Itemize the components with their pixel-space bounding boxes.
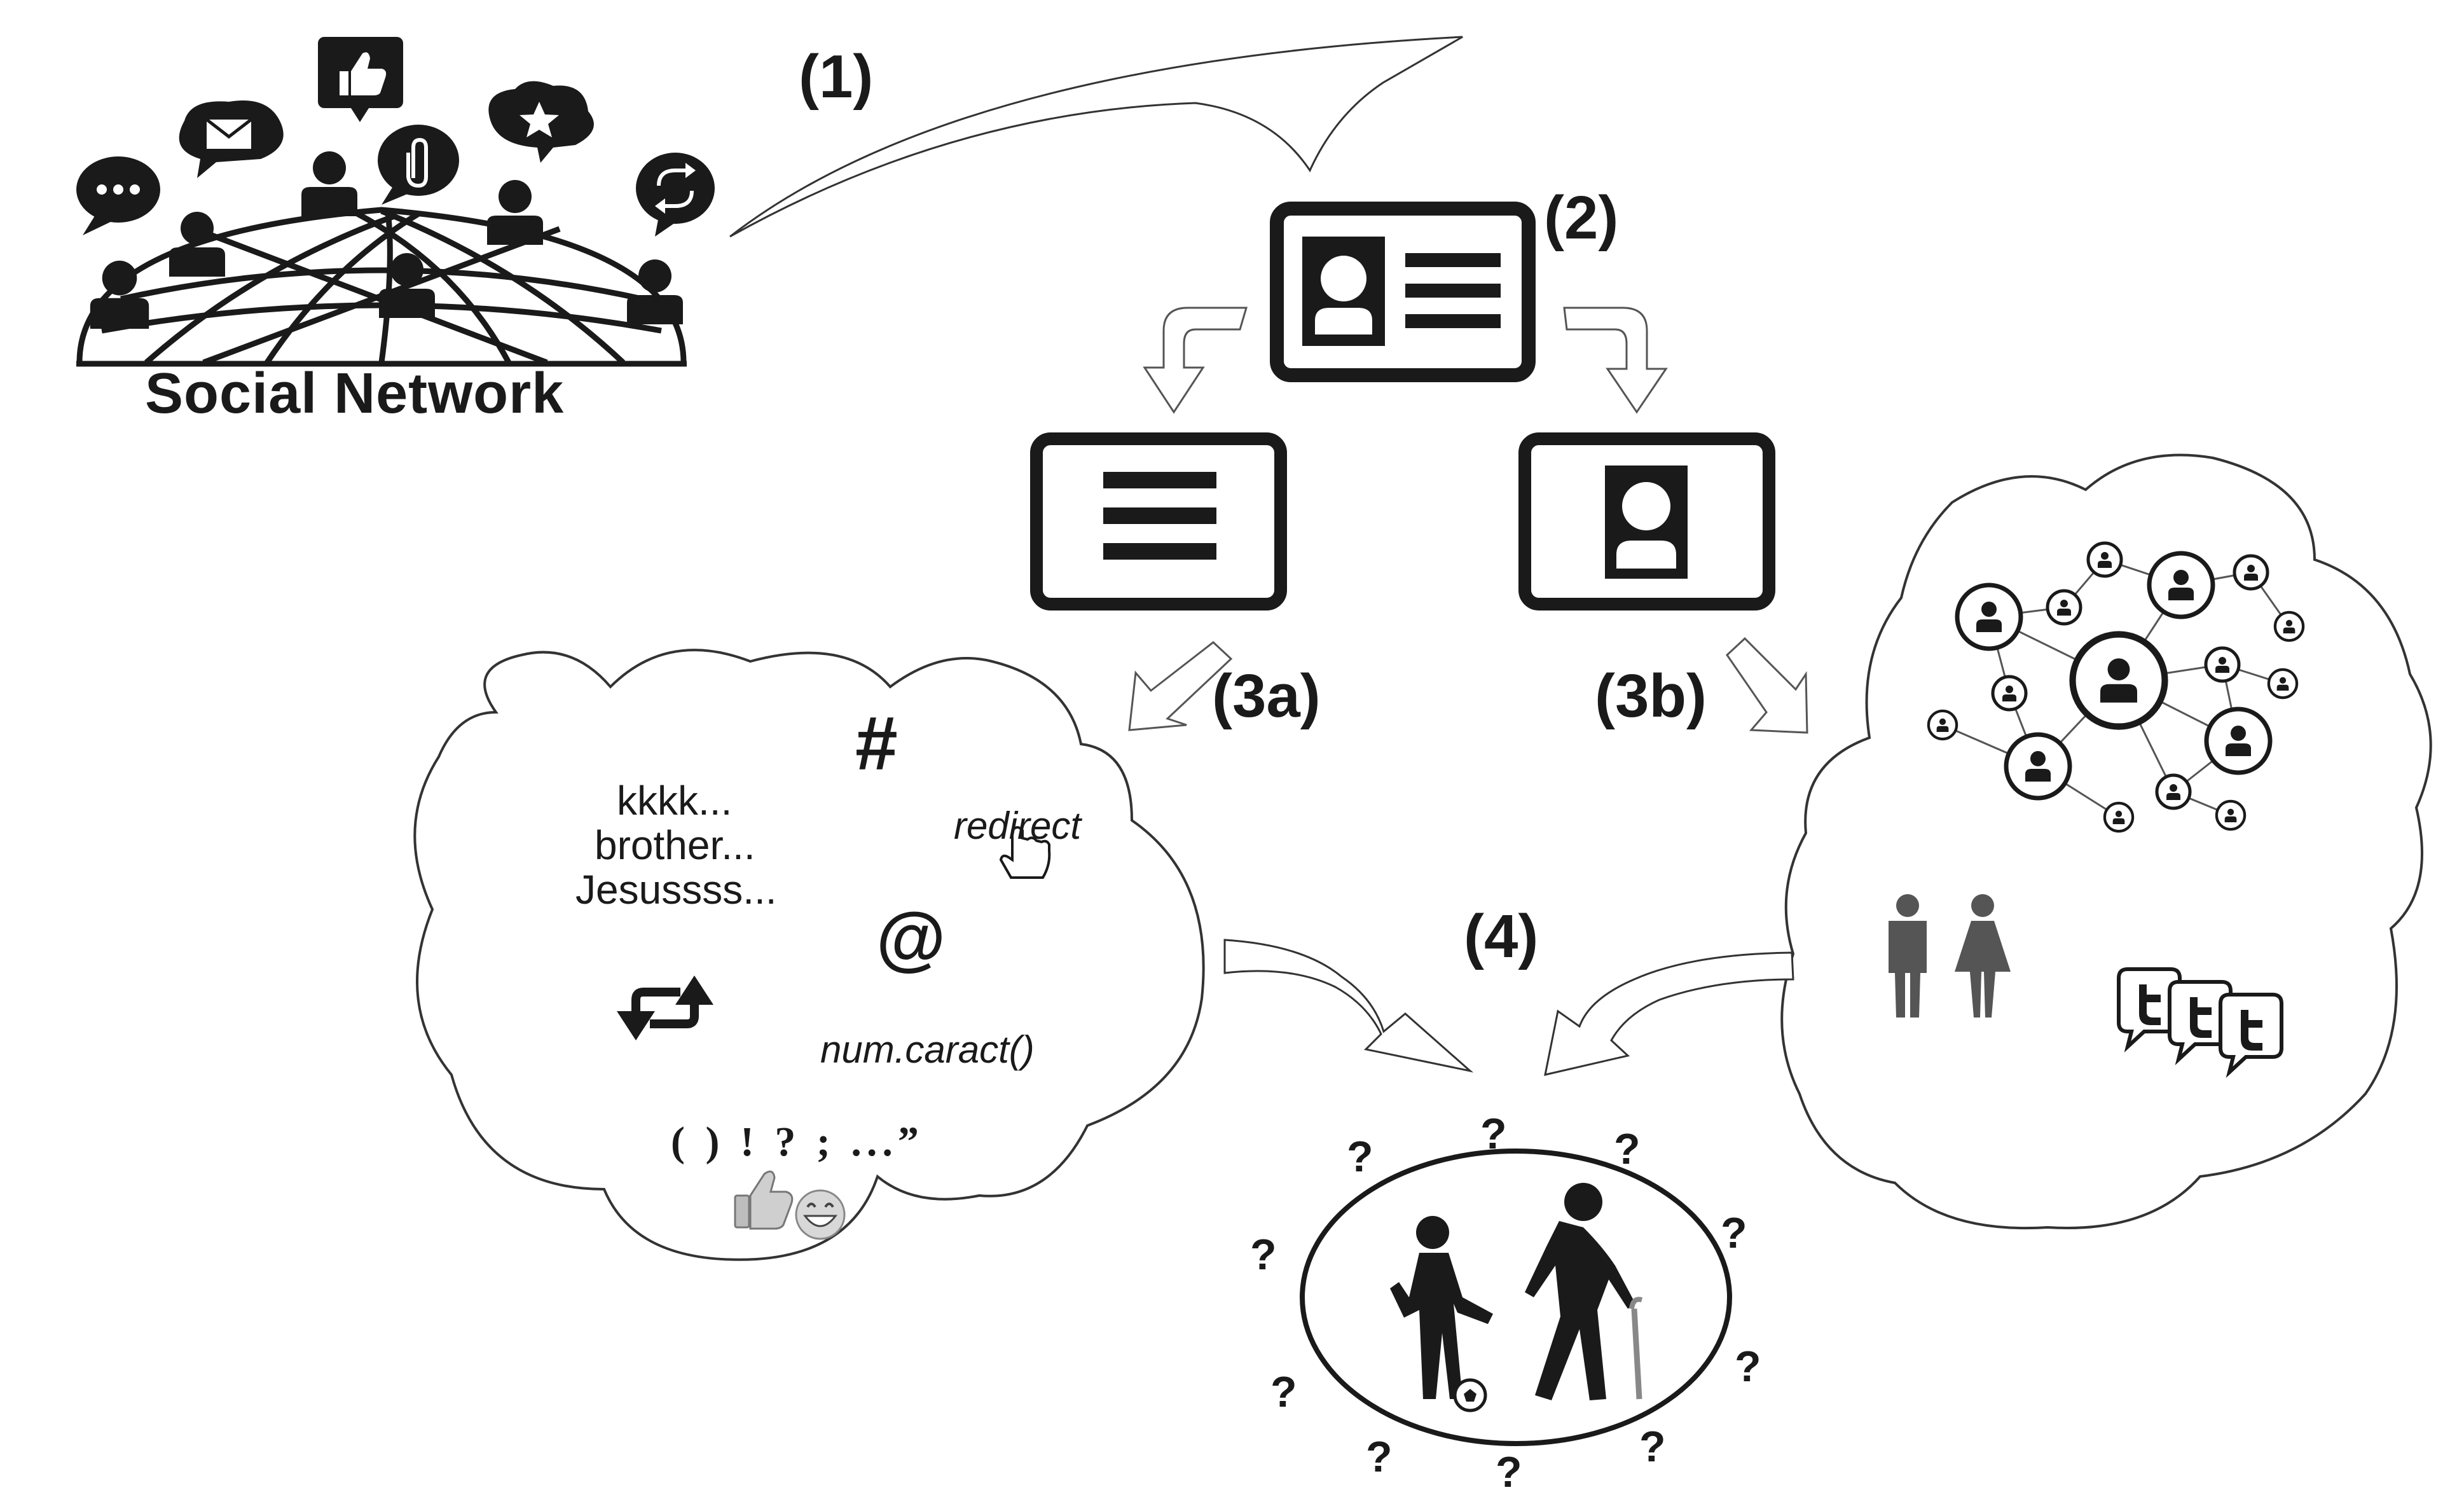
retweet-arrow-a [617, 1011, 655, 1040]
question-mark: ? [1250, 1231, 1277, 1279]
attachment-icon [378, 125, 459, 205]
step1-arrow [729, 36, 1463, 238]
split-arrow-right [1563, 307, 1668, 414]
man-icon [1889, 894, 1927, 1018]
question-mark: ? [1639, 1423, 1666, 1471]
globe-grid [76, 207, 687, 367]
step3a-arrow [1128, 641, 1233, 731]
ball-icon [1453, 1378, 1487, 1412]
woman-icon [1955, 894, 2011, 1018]
thumbs-up-icon [734, 1170, 794, 1230]
elderly-icon [1525, 1183, 1643, 1400]
num-caract-label: num.caract() [820, 1028, 1035, 1071]
step-3b-label: (3b) [1595, 662, 1707, 730]
speech-bubble-icon [76, 156, 160, 235]
text-line-2: brother... [595, 822, 755, 868]
question-mark: ? [1366, 1433, 1393, 1481]
step-4-label: (4) [1464, 902, 1539, 970]
step3b-arrow [1726, 637, 1808, 734]
mail-icon [179, 100, 284, 178]
question-mark: ? [1614, 1125, 1641, 1173]
question-mark: ? [1347, 1133, 1373, 1181]
like-icon [318, 37, 403, 122]
step-3a-label: (3a) [1212, 662, 1321, 730]
split-arrow-left [1143, 307, 1248, 414]
question-mark: ? [1270, 1368, 1297, 1416]
profile-card-icon [1270, 202, 1536, 382]
refresh-icon [636, 153, 715, 237]
punctuation-label: ( ) ! ? ; ...” [671, 1119, 924, 1165]
retweet-arrow-b [675, 976, 713, 1005]
at-symbol: @ [876, 898, 946, 977]
pointer-hand-icon [999, 826, 1051, 879]
question-mark: ? [1480, 1110, 1507, 1158]
question-mark: ? [1721, 1209, 1747, 1257]
text-features-cloud [413, 649, 1205, 1261]
step4-arrow-right [1544, 951, 1794, 1076]
smile-icon [795, 1189, 846, 1240]
photo-card-icon [1518, 432, 1775, 611]
question-mark: ? [1496, 1448, 1522, 1496]
social-network-illustration [76, 37, 715, 367]
hashtag-symbol: # [855, 701, 898, 786]
step4-arrow-left [1223, 939, 1474, 1073]
text-line-1: kkkk... [617, 778, 733, 824]
text-line-3: Jesussss... [575, 867, 777, 913]
step-1-label: (1) [799, 43, 874, 111]
text-card-icon [1030, 432, 1287, 611]
star-icon [488, 81, 594, 163]
redirect-label: redirect [954, 804, 1082, 847]
result-ellipse [1300, 1149, 1732, 1446]
network-graph-icon [1929, 543, 2303, 831]
retweet-icon [631, 987, 699, 1029]
step-2-label: (2) [1544, 184, 1619, 252]
question-mark: ? [1735, 1342, 1761, 1391]
social-network-label: Social Network [145, 362, 565, 425]
child-icon [1390, 1216, 1493, 1399]
